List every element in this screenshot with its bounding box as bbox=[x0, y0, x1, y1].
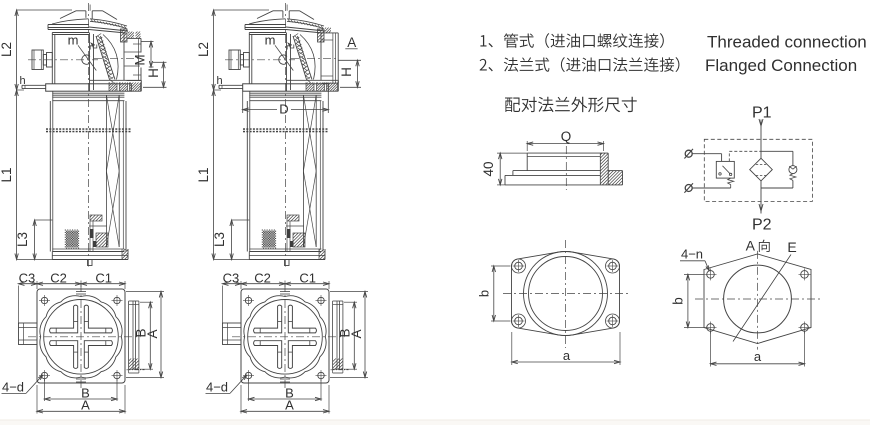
svg-text:B: B bbox=[337, 328, 352, 337]
svg-text:C2: C2 bbox=[50, 270, 67, 285]
svg-text:L1: L1 bbox=[0, 167, 14, 182]
svg-text:C1: C1 bbox=[95, 270, 112, 285]
svg-text:h: h bbox=[216, 75, 222, 87]
svg-text:D: D bbox=[279, 102, 288, 117]
svg-text:L2: L2 bbox=[196, 42, 211, 57]
svg-text:M: M bbox=[132, 54, 147, 65]
svg-text:H: H bbox=[339, 67, 354, 77]
svg-text:B: B bbox=[81, 385, 90, 400]
svg-text:B: B bbox=[133, 328, 148, 337]
svg-text:4−n: 4−n bbox=[681, 247, 703, 262]
svg-text:4−d: 4−d bbox=[206, 380, 228, 395]
svg-text:m: m bbox=[265, 33, 276, 48]
svg-text:Q: Q bbox=[561, 129, 572, 144]
svg-text:P2: P2 bbox=[752, 217, 772, 234]
svg-text:40: 40 bbox=[481, 161, 496, 176]
svg-text:b: b bbox=[476, 290, 491, 297]
svg-text:L3: L3 bbox=[15, 232, 30, 247]
svg-text:H: H bbox=[146, 68, 161, 78]
svg-text:A: A bbox=[347, 35, 356, 50]
svg-text:a: a bbox=[754, 349, 762, 364]
svg-text:A: A bbox=[145, 329, 160, 338]
svg-text:A: A bbox=[285, 397, 294, 412]
svg-text:B: B bbox=[285, 385, 294, 400]
svg-text:h: h bbox=[19, 75, 25, 87]
svg-text:C3: C3 bbox=[223, 270, 240, 285]
svg-text:P1: P1 bbox=[752, 105, 772, 122]
svg-text:C3: C3 bbox=[19, 270, 36, 285]
svg-text:C2: C2 bbox=[254, 270, 271, 285]
svg-text:4−d: 4−d bbox=[2, 380, 24, 395]
svg-text:E: E bbox=[787, 239, 796, 255]
svg-text:C1: C1 bbox=[299, 270, 316, 285]
svg-text:L1: L1 bbox=[196, 167, 211, 182]
svg-text:m: m bbox=[68, 33, 79, 48]
svg-text:b: b bbox=[671, 297, 686, 305]
svg-text:L2: L2 bbox=[0, 42, 14, 57]
svg-text:Flanged Connection: Flanged Connection bbox=[705, 56, 857, 75]
svg-text:Threaded connection: Threaded connection bbox=[707, 33, 867, 52]
svg-text:L3: L3 bbox=[212, 232, 227, 247]
svg-text:A: A bbox=[349, 329, 364, 338]
svg-text:A: A bbox=[81, 397, 90, 412]
svg-text:a: a bbox=[563, 348, 571, 363]
svg-text:A: A bbox=[746, 238, 756, 254]
